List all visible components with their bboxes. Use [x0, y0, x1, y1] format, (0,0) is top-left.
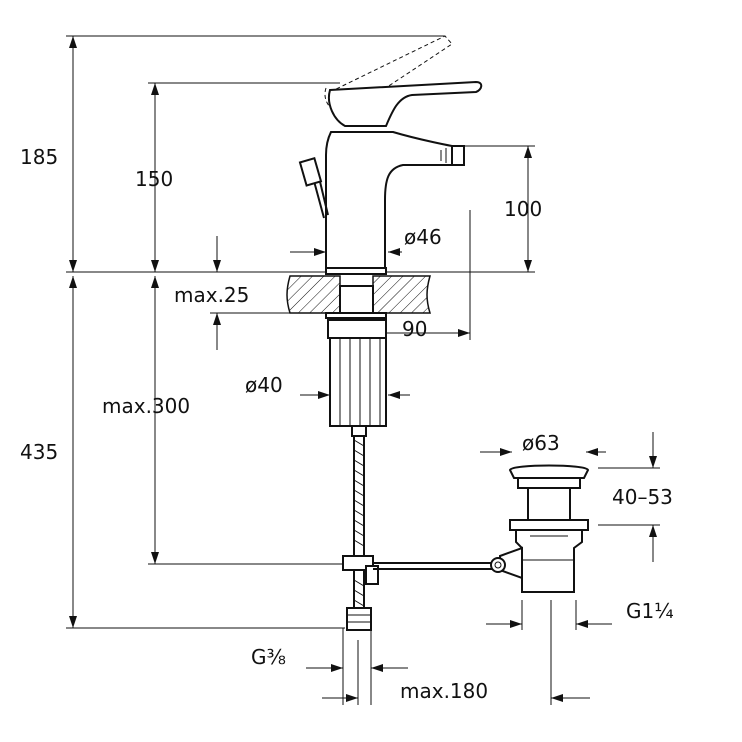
dim-shank-diameter: ø40	[245, 373, 283, 397]
shank-assembly	[325, 312, 387, 437]
deck-section	[286, 275, 432, 314]
dim-waste-thread: G1¼	[626, 599, 674, 623]
flex-hose	[346, 436, 372, 631]
dim-projection: 90	[402, 317, 427, 341]
dim-spout-height: 150	[135, 167, 173, 191]
dim-overall-length: 435	[20, 440, 58, 464]
dimension-labels: 185 150 100 ø46 max.25 90 ø40 max.300 43…	[20, 145, 674, 703]
dim-spout-body-height: 100	[504, 197, 542, 221]
waste-assembly	[490, 464, 590, 593]
dim-max-distance: max.180	[400, 679, 488, 703]
mixer-body	[298, 35, 483, 275]
dim-supply-thread: G⅜	[251, 645, 286, 669]
dim-waste-range: 40–53	[612, 485, 673, 509]
dim-waste-diameter: ø63	[522, 431, 560, 455]
dim-body-diameter: ø46	[404, 225, 442, 249]
dimension-lines	[69, 36, 660, 705]
dim-total-height: 185	[20, 145, 58, 169]
extension-lines	[66, 35, 535, 629]
pop-up-linkage	[342, 555, 500, 585]
dim-max-deck-thickness: max.25	[174, 283, 249, 307]
dim-max-under-deck: max.300	[102, 394, 190, 418]
